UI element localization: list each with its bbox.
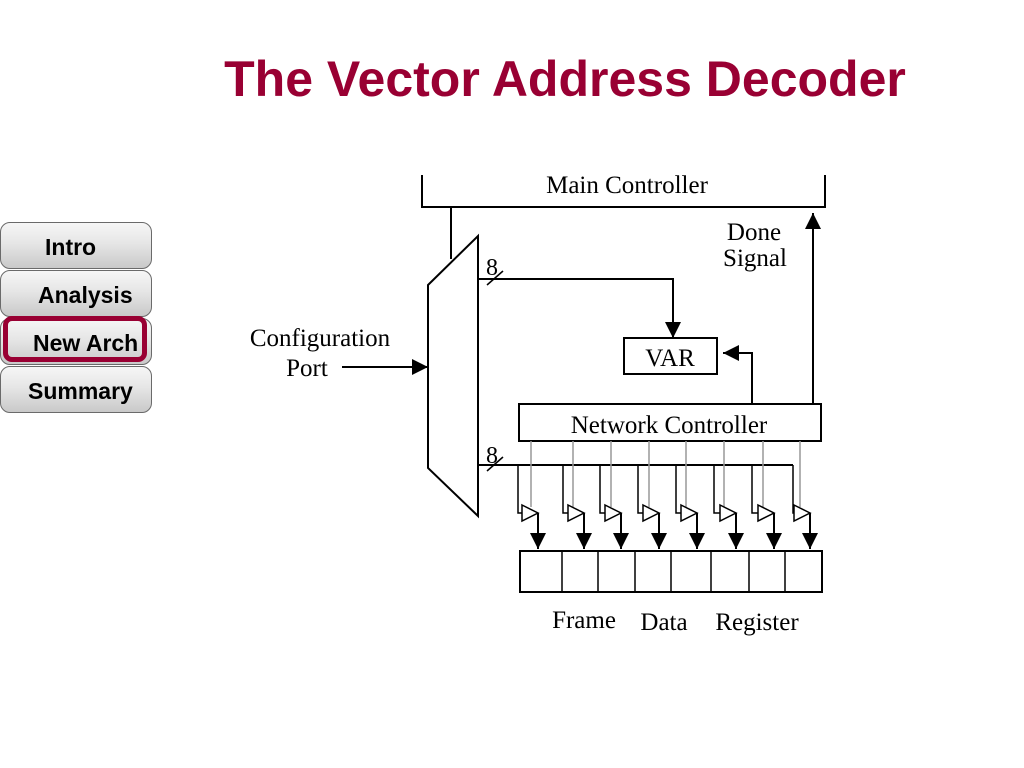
main-controller-label: Main Controller	[546, 172, 708, 199]
network-to-var-arrow	[723, 345, 753, 404]
nav-button-label: Analysis	[38, 282, 133, 308]
driver-input-line	[675, 465, 681, 514]
done-signal-label-line2: Signal	[723, 245, 787, 272]
var-register: VAR	[623, 337, 718, 375]
tristate-buffer	[719, 503, 738, 523]
register-cell-dividers	[561, 551, 786, 592]
bus-slash	[486, 270, 504, 286]
register-label: Register	[715, 609, 799, 636]
configuration-port-input: Configuration Port	[250, 325, 428, 382]
tristate-buffer	[757, 503, 776, 523]
driver-input-line	[713, 465, 720, 514]
nav-button-analysis[interactable]: Analysis	[0, 270, 152, 317]
slide-title: The Vector Address Decoder	[224, 51, 906, 107]
tristate-buffer	[642, 503, 661, 523]
nav-button-label: Summary	[28, 378, 133, 404]
nav-button-new-arch[interactable]: New Arch	[0, 316, 152, 365]
driver-input-line	[599, 465, 605, 514]
driver-input-line	[517, 465, 522, 514]
decoder-mux	[427, 207, 479, 519]
tristate-buffer	[604, 503, 623, 523]
done-signal-label-line1: Done	[727, 219, 781, 246]
bus-slash	[486, 456, 504, 472]
main-controller-block: Main Controller	[421, 172, 826, 208]
bus-width-label-bottom: 8	[486, 443, 498, 469]
driver-input-line	[562, 465, 568, 514]
network-controller-label: Network Controller	[571, 412, 768, 439]
tristate-buffer	[567, 503, 586, 523]
nav-button-label: Intro	[45, 234, 97, 260]
driver-input-line	[751, 465, 758, 514]
tristate-drivers	[517, 441, 818, 549]
frame-label: Frame	[552, 607, 616, 634]
driver-input-line	[637, 465, 643, 514]
frame-data-register: Frame Data Register	[519, 550, 823, 636]
network-controller-block: Network Controller	[518, 345, 822, 442]
nav-button-summary[interactable]: Summary	[0, 366, 152, 413]
config-port-label-line2: Port	[286, 355, 328, 382]
nav-button-intro[interactable]: Intro	[0, 222, 152, 269]
config-port-label-line1: Configuration	[250, 325, 391, 352]
var-label: VAR	[645, 345, 695, 372]
data-label: Data	[640, 609, 687, 636]
bottom-bus: 8	[478, 443, 793, 472]
tristate-buffer	[793, 503, 812, 523]
tristate-buffer	[521, 503, 540, 523]
done-signal: Done Signal	[723, 213, 821, 404]
bus-width-label-top: 8	[486, 255, 498, 281]
tristate-buffer	[680, 503, 699, 523]
top-bus: 8	[478, 255, 681, 338]
section-nav: Intro Analysis New Arch Summary	[0, 222, 160, 414]
